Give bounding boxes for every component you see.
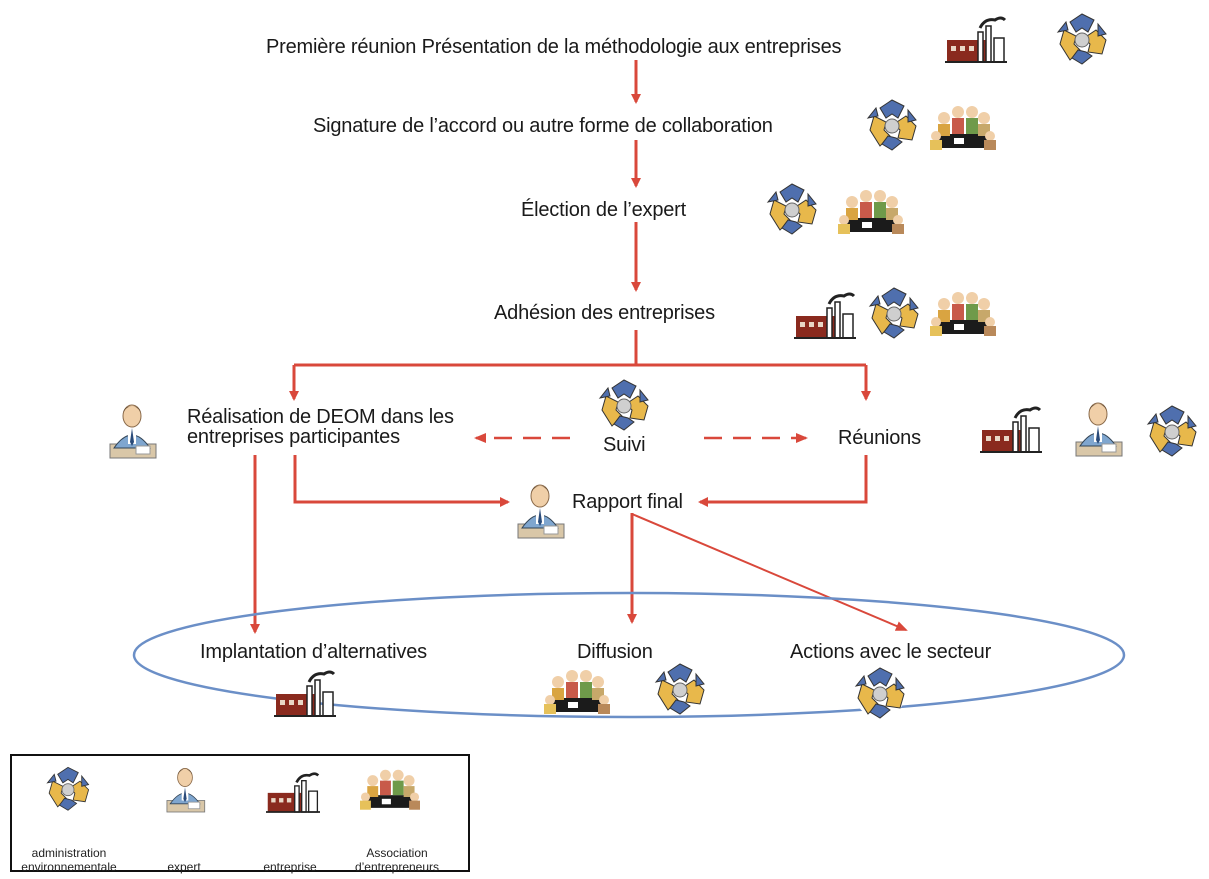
arrow-rapport-actions xyxy=(631,513,908,631)
label-reunions: Réunions xyxy=(838,427,921,449)
group-meeting-icon xyxy=(930,100,996,150)
arrow-reunions-rapport xyxy=(698,455,868,507)
expert-icon xyxy=(512,478,568,542)
group-meeting-icon xyxy=(930,286,996,336)
legend-admin-line1: administration xyxy=(31,846,107,860)
results-ellipse xyxy=(132,591,1126,719)
recycle-icon xyxy=(1052,10,1112,66)
legend-admin-line2: environnementale xyxy=(21,860,117,874)
step-deom-line2: entreprises participantes xyxy=(187,426,400,448)
label-rapport-final: Rapport final xyxy=(572,491,683,513)
recycle-icon xyxy=(1142,402,1202,458)
step-election-expert: Élection de l’expert xyxy=(521,199,686,221)
step-signature-accord: Signature de l’accord ou autre forme de … xyxy=(313,115,773,137)
step-premiere-reunion: Première réunion Présentation de la méth… xyxy=(266,36,842,58)
recycle-icon xyxy=(650,660,710,716)
label-implantation: Implantation d’alternatives xyxy=(200,641,427,663)
expert-icon xyxy=(162,762,208,816)
label-suivi: Suivi xyxy=(603,434,646,456)
step-adhesion: Adhésion des entreprises xyxy=(494,302,715,324)
group-meeting-icon xyxy=(360,764,420,810)
legend-box: administration environnementale expert e… xyxy=(10,754,470,874)
arrow-deom-rapport xyxy=(293,455,510,507)
recycle-icon xyxy=(42,764,94,812)
factory-icon xyxy=(794,290,856,340)
factory-icon xyxy=(266,770,320,814)
legend-entreprise: entreprise xyxy=(263,860,317,874)
factory-icon xyxy=(945,14,1007,64)
recycle-icon xyxy=(850,664,910,720)
legend-assoc-line1: Association xyxy=(366,846,428,860)
expert-icon xyxy=(104,398,160,462)
recycle-icon xyxy=(762,180,822,236)
legend-expert: expert xyxy=(167,860,201,874)
factory-icon xyxy=(274,668,336,718)
legend-assoc-line2: d’entrepreneurs xyxy=(354,860,440,874)
group-meeting-icon xyxy=(838,184,904,234)
expert-icon xyxy=(1070,396,1126,460)
recycle-icon xyxy=(864,284,924,340)
label-actions-secteur: Actions avec le secteur xyxy=(790,641,992,663)
recycle-icon xyxy=(594,376,654,432)
step-deom-line1: Réalisation de DEOM dans les xyxy=(187,406,454,428)
label-diffusion: Diffusion xyxy=(577,641,653,663)
recycle-icon xyxy=(862,96,922,152)
factory-icon xyxy=(980,404,1042,454)
group-meeting-icon xyxy=(544,664,610,714)
